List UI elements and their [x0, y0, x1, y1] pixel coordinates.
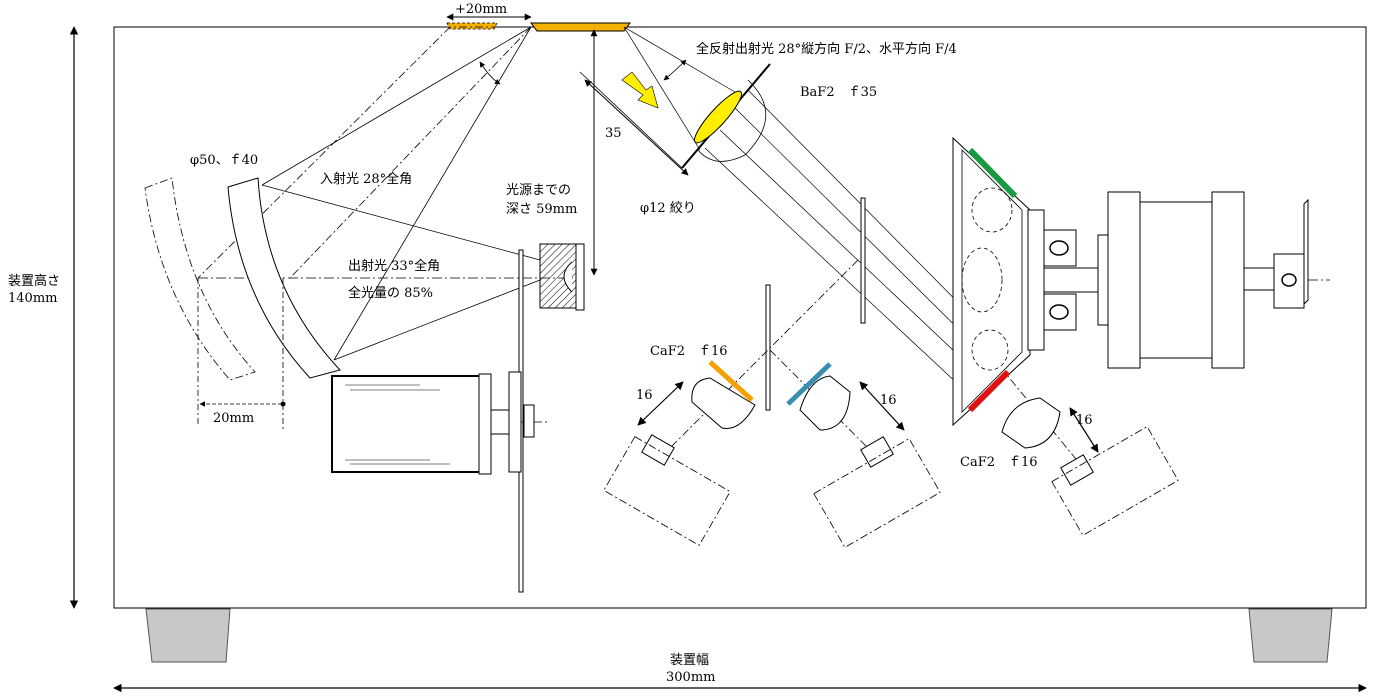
label-caf2-right: CaF2 ｆ16	[960, 455, 1038, 470]
connector-top-hole	[1049, 240, 1069, 256]
green-filter	[967, 147, 1018, 199]
label-depth-1: 光源までの	[506, 183, 571, 198]
motor-cap	[523, 404, 535, 438]
motor-hub	[508, 371, 522, 473]
foot-left	[145, 608, 231, 663]
label-offset: +20mm	[455, 2, 507, 17]
detector-center-head	[860, 436, 894, 468]
end-plate	[1303, 198, 1309, 306]
filter-wheel-slots	[961, 187, 1013, 371]
incident-angle-arc	[479, 61, 501, 85]
concave-mirror	[227, 177, 341, 379]
output-rays	[261, 184, 541, 361]
center-detector-axis	[769, 349, 881, 461]
beam-splitter-1	[860, 197, 866, 324]
label-baf2: BaF2 ｆ35	[800, 85, 877, 100]
source-mirror	[530, 22, 631, 32]
light-direction-arrow	[621, 71, 659, 109]
shifted-mirror	[446, 22, 498, 30]
label-width-1: 装置幅	[670, 653, 709, 668]
motor-hatching	[345, 384, 450, 465]
motor-shaft	[490, 409, 510, 435]
label-width-2: 300mm	[666, 670, 715, 685]
aperture-dim-arrow	[584, 79, 689, 176]
detector-neck	[1043, 267, 1101, 293]
light-source-block	[539, 243, 579, 309]
orange-filter	[708, 360, 754, 402]
detector-right-housing	[1051, 426, 1179, 536]
label-caf2-left: CaF2 ｆ16	[650, 344, 728, 359]
motor-body	[331, 375, 483, 473]
left-detector-axis	[659, 257, 861, 459]
label-exit-light: 全反射出射光 28°縦方向 F/2、水平方向 F/4	[696, 41, 957, 57]
label-d16-b: 16	[880, 393, 897, 408]
red-filter	[967, 369, 1011, 413]
foot-right	[1248, 608, 1333, 663]
light-source-emitter	[563, 261, 573, 293]
baf2-lens	[693, 90, 743, 144]
caf2-lens-center	[799, 375, 851, 431]
caf2-lens-right	[1001, 397, 1061, 449]
detector-mount-plate	[1027, 209, 1045, 351]
label-incident: 入射光 28°全角	[320, 171, 412, 187]
baf2-lens-housing	[697, 79, 767, 162]
dim-16-right-arrow	[1069, 407, 1099, 453]
shifted-concave-mirror	[144, 177, 256, 381]
filter-wheel-inner	[961, 149, 1023, 413]
label-output-1: 出射光 33°全角	[348, 258, 440, 274]
detector-cylinder	[1139, 201, 1213, 359]
label-depth-2: 深さ 59mm	[506, 202, 577, 217]
blue-filter	[786, 362, 832, 406]
label-dist-35: 35	[605, 126, 622, 141]
label-dist-20: 20mm	[213, 411, 254, 426]
connector-bottom-hole	[1049, 304, 1069, 320]
detector-rear-flange	[1211, 191, 1245, 369]
dim-20mm-dot	[280, 401, 286, 407]
label-d16-c: 16	[1076, 413, 1093, 428]
right-detector-axis	[969, 329, 1086, 471]
detector-body	[1107, 191, 1141, 369]
beam-splitter-2	[765, 284, 771, 411]
label-height-2: 140mm	[8, 291, 57, 306]
detector-left-head	[641, 434, 675, 466]
detector-right-head	[1060, 454, 1094, 486]
light-source-plate	[575, 243, 585, 311]
label-height-1: 装置高さ	[8, 273, 60, 289]
detector-left-housing	[603, 436, 731, 546]
label-aperture: φ12 絞り	[640, 201, 696, 216]
motor-flange	[478, 373, 492, 475]
detector-collar	[1097, 234, 1109, 326]
device-enclosure	[113, 26, 1367, 609]
dim-16-left-arrow	[637, 381, 684, 426]
dim-16-center-arrow	[859, 381, 905, 431]
label-output-2: 全光量の 85%	[348, 285, 433, 301]
detector-tail	[1243, 267, 1275, 291]
end-block-port	[1281, 273, 1297, 287]
exit-angle-arc	[663, 59, 687, 81]
label-mirror: φ50、ｆ40	[190, 153, 258, 168]
label-d16-a: 16	[636, 388, 653, 403]
detector-center-housing	[813, 438, 941, 548]
caf2-lens-left	[691, 377, 756, 430]
